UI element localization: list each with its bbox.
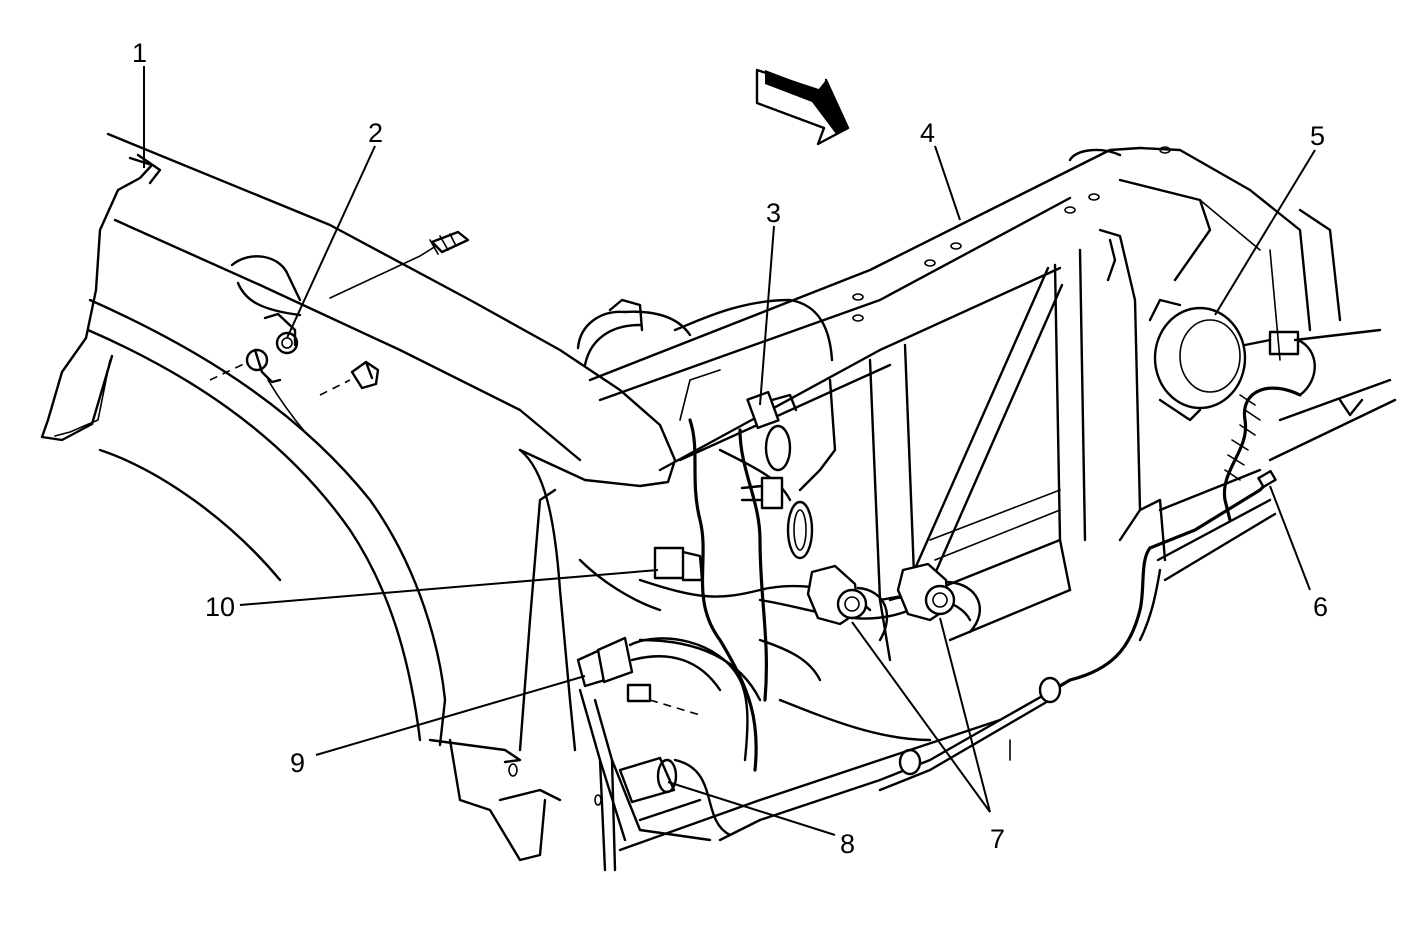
right-body-structure [1158, 188, 1397, 512]
callout-3: 3 [766, 198, 781, 228]
callout-8: 8 [840, 829, 855, 859]
harness-connector-10 [653, 546, 704, 582]
leader-lines [143, 66, 1316, 836]
washer-fluid-pump [576, 636, 749, 762]
callout-2: 2 [368, 118, 383, 148]
callout-1: 1 [132, 38, 147, 68]
inner-wheelhouse [576, 298, 837, 682]
fender-bolt [329, 230, 470, 299]
callout-4: 4 [920, 118, 935, 148]
radiator-support [588, 146, 1252, 662]
ambient-sensor [618, 756, 732, 837]
callout-9: 9 [290, 748, 305, 778]
callout-10: 10 [205, 592, 235, 622]
headlamp-socket-left [806, 564, 889, 642]
horn [1148, 298, 1316, 422]
harness-connector-3 [746, 390, 798, 430]
battery-cable [718, 386, 1302, 842]
fender-retainer-clip [209, 312, 380, 433]
lower-valance [448, 688, 1002, 872]
fender [40, 132, 677, 764]
callout-6: 6 [1313, 592, 1328, 622]
harness-connector-upper [740, 476, 784, 510]
callout-7: 7 [990, 824, 1005, 854]
callout-5: 5 [1310, 121, 1325, 151]
headlamp-socket-right [896, 562, 981, 634]
forward-direction-arrow-icon [755, 68, 850, 146]
